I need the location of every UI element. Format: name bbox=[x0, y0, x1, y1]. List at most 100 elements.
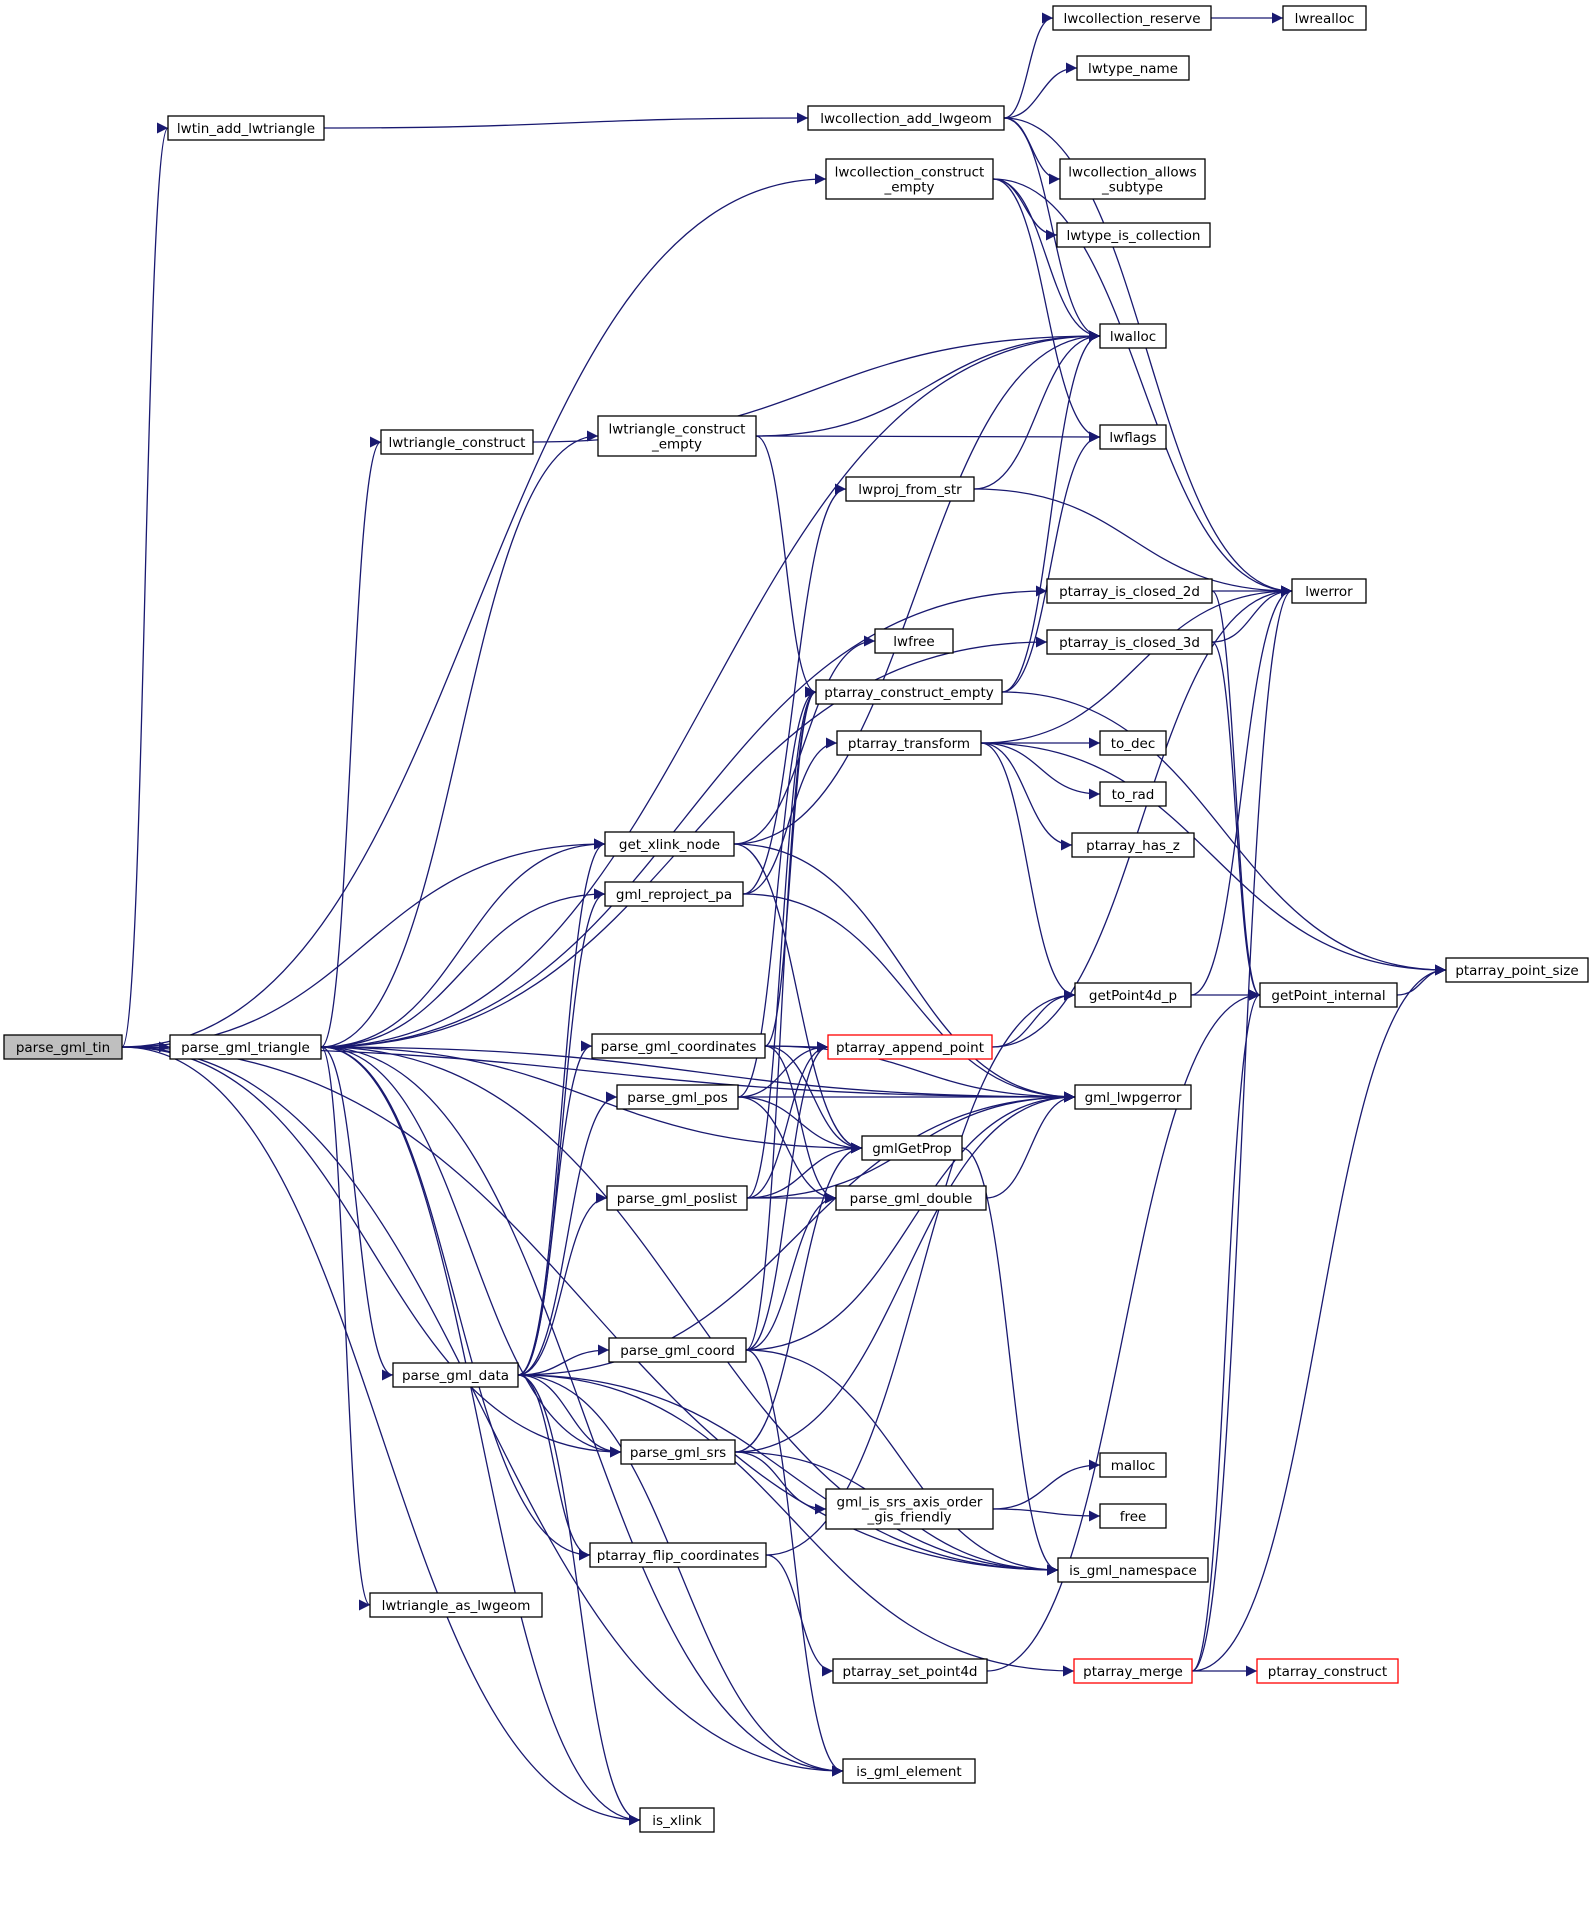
node-box[interactable] bbox=[835, 1185, 987, 1211]
node-box[interactable] bbox=[604, 831, 735, 857]
node-lwtype-name[interactable]: lwtype_name bbox=[1076, 55, 1190, 81]
node-lwtriangle-construct[interactable]: lwtriangle_construct bbox=[380, 429, 534, 455]
node-box[interactable] bbox=[589, 1542, 767, 1568]
node-ptarray-is-closed-3d[interactable]: ptarray_is_closed_3d bbox=[1046, 629, 1213, 655]
node-box[interactable] bbox=[861, 1135, 963, 1161]
node-box[interactable] bbox=[845, 476, 975, 502]
node-malloc[interactable]: malloc bbox=[1099, 1452, 1167, 1478]
node-gmlGetProp[interactable]: gmlGetProp bbox=[861, 1135, 963, 1161]
node-ptarray-has-z[interactable]: ptarray_has_z bbox=[1071, 832, 1195, 858]
node-parse-gml-srs[interactable]: parse_gml_srs bbox=[620, 1439, 736, 1465]
node-parse-gml-double[interactable]: parse_gml_double bbox=[835, 1185, 987, 1211]
node-lwcollection-allows-subtype[interactable]: lwcollection_allows_subtype bbox=[1059, 158, 1206, 200]
node-box[interactable] bbox=[1074, 1084, 1192, 1110]
node-ptarray-flip-coordinates[interactable]: ptarray_flip_coordinates bbox=[589, 1542, 767, 1568]
node-lwerror[interactable]: lwerror bbox=[1291, 578, 1367, 604]
node-parse-gml-pos[interactable]: parse_gml_pos bbox=[616, 1084, 739, 1110]
node-lwrealloc[interactable]: lwrealloc bbox=[1282, 5, 1367, 31]
node-parse-gml-data[interactable]: parse_gml_data bbox=[392, 1362, 519, 1388]
node-box[interactable] bbox=[169, 1034, 322, 1060]
node-lwtype-is-collection[interactable]: lwtype_is_collection bbox=[1056, 222, 1211, 248]
node-box[interactable] bbox=[1099, 1503, 1167, 1529]
node-box[interactable] bbox=[825, 158, 994, 200]
node-lwflags[interactable]: lwflags bbox=[1099, 424, 1167, 450]
node-parse-gml-coord[interactable]: parse_gml_coord bbox=[608, 1337, 747, 1363]
node-lwtriangle-construct-empty[interactable]: lwtriangle_construct_empty bbox=[597, 415, 757, 457]
node-box[interactable] bbox=[1056, 222, 1211, 248]
node-box[interactable] bbox=[1099, 1452, 1167, 1478]
node-box[interactable] bbox=[1282, 5, 1367, 31]
node-gml-is-srs-axis-order-gis-friendly[interactable]: gml_is_srs_axis_order_gis_friendly bbox=[825, 1488, 994, 1530]
node-box[interactable] bbox=[616, 1084, 739, 1110]
node-box[interactable] bbox=[608, 1337, 747, 1363]
node-box[interactable] bbox=[1099, 323, 1167, 349]
node-getPoint4d-p[interactable]: getPoint4d_p bbox=[1074, 982, 1192, 1008]
node-box[interactable] bbox=[1099, 730, 1167, 756]
node-to-rad[interactable]: to_rad bbox=[1099, 781, 1167, 807]
node-to-dec[interactable]: to_dec bbox=[1099, 730, 1167, 756]
node-lwtriangle-as-lwgeom[interactable]: lwtriangle_as_lwgeom bbox=[369, 1592, 543, 1618]
node-box[interactable] bbox=[842, 1758, 976, 1784]
node-box[interactable] bbox=[807, 105, 1005, 131]
node-ptarray-construct-empty[interactable]: ptarray_construct_empty bbox=[815, 679, 1003, 705]
node-gml-lwpgerror[interactable]: gml_lwpgerror bbox=[1074, 1084, 1192, 1110]
node-lwcollection-reserve[interactable]: lwcollection_reserve bbox=[1052, 5, 1212, 31]
node-box[interactable] bbox=[1256, 1658, 1399, 1684]
node-box[interactable] bbox=[1076, 55, 1190, 81]
node-lwcollection-add-lwgeom[interactable]: lwcollection_add_lwgeom bbox=[807, 105, 1005, 131]
node-is-gml-element[interactable]: is_gml_element bbox=[842, 1758, 976, 1784]
node-box[interactable] bbox=[1046, 578, 1213, 604]
node-parse-gml-tin[interactable]: parse_gml_tin bbox=[3, 1034, 123, 1060]
node-ptarray-construct[interactable]: ptarray_construct bbox=[1256, 1658, 1399, 1684]
node-box[interactable] bbox=[1291, 578, 1367, 604]
node-get-xlink-node[interactable]: get_xlink_node bbox=[604, 831, 735, 857]
node-box[interactable] bbox=[1099, 424, 1167, 450]
node-box[interactable] bbox=[874, 628, 954, 654]
node-box[interactable] bbox=[832, 1658, 988, 1684]
node-box[interactable] bbox=[620, 1439, 736, 1465]
node-lwalloc[interactable]: lwalloc bbox=[1099, 323, 1167, 349]
node-box[interactable] bbox=[1046, 629, 1213, 655]
node-box[interactable] bbox=[1059, 158, 1206, 200]
node-box[interactable] bbox=[1074, 982, 1192, 1008]
node-free[interactable]: free bbox=[1099, 1503, 1167, 1529]
node-box[interactable] bbox=[1099, 781, 1167, 807]
node-ptarray-set-point4d[interactable]: ptarray_set_point4d bbox=[832, 1658, 988, 1684]
node-box[interactable] bbox=[825, 1488, 994, 1530]
node-box[interactable] bbox=[836, 730, 982, 756]
node-lwproj-from-str[interactable]: lwproj_from_str bbox=[845, 476, 975, 502]
node-ptarray-is-closed-2d[interactable]: ptarray_is_closed_2d bbox=[1046, 578, 1213, 604]
node-ptarray-merge[interactable]: ptarray_merge bbox=[1073, 1658, 1193, 1684]
node-is-gml-namespace[interactable]: is_gml_namespace bbox=[1057, 1557, 1209, 1583]
node-ptarray-point-size[interactable]: ptarray_point_size bbox=[1445, 957, 1589, 983]
node-box[interactable] bbox=[369, 1592, 543, 1618]
node-box[interactable] bbox=[597, 415, 757, 457]
node-box[interactable] bbox=[1071, 832, 1195, 858]
node-box[interactable] bbox=[827, 1034, 993, 1060]
node-box[interactable] bbox=[815, 679, 1003, 705]
node-parse-gml-coordinates[interactable]: parse_gml_coordinates bbox=[591, 1033, 766, 1059]
node-lwtin-add-lwtriangle[interactable]: lwtin_add_lwtriangle bbox=[167, 115, 325, 141]
node-box[interactable] bbox=[380, 429, 534, 455]
node-box[interactable] bbox=[1445, 957, 1589, 983]
node-box[interactable] bbox=[606, 1185, 748, 1211]
node-box[interactable] bbox=[3, 1034, 123, 1060]
node-parse-gml-triangle[interactable]: parse_gml_triangle bbox=[169, 1034, 322, 1060]
node-box[interactable] bbox=[1052, 5, 1212, 31]
node-box[interactable] bbox=[167, 115, 325, 141]
node-box[interactable] bbox=[1259, 982, 1398, 1008]
node-box[interactable] bbox=[1057, 1557, 1209, 1583]
node-ptarray-append-point[interactable]: ptarray_append_point bbox=[827, 1034, 993, 1060]
node-box[interactable] bbox=[591, 1033, 766, 1059]
node-lwfree[interactable]: lwfree bbox=[874, 628, 954, 654]
node-ptarray-transform[interactable]: ptarray_transform bbox=[836, 730, 982, 756]
node-box[interactable] bbox=[639, 1807, 715, 1833]
node-lwcollection-construct-empty[interactable]: lwcollection_construct_empty bbox=[825, 158, 994, 200]
node-parse-gml-poslist[interactable]: parse_gml_poslist bbox=[606, 1185, 748, 1211]
node-box[interactable] bbox=[604, 881, 744, 907]
node-getPoint-internal[interactable]: getPoint_internal bbox=[1259, 982, 1398, 1008]
node-is-xlink[interactable]: is_xlink bbox=[639, 1807, 715, 1833]
node-box[interactable] bbox=[1073, 1658, 1193, 1684]
node-box[interactable] bbox=[392, 1362, 519, 1388]
node-gml-reproject-pa[interactable]: gml_reproject_pa bbox=[604, 881, 744, 907]
